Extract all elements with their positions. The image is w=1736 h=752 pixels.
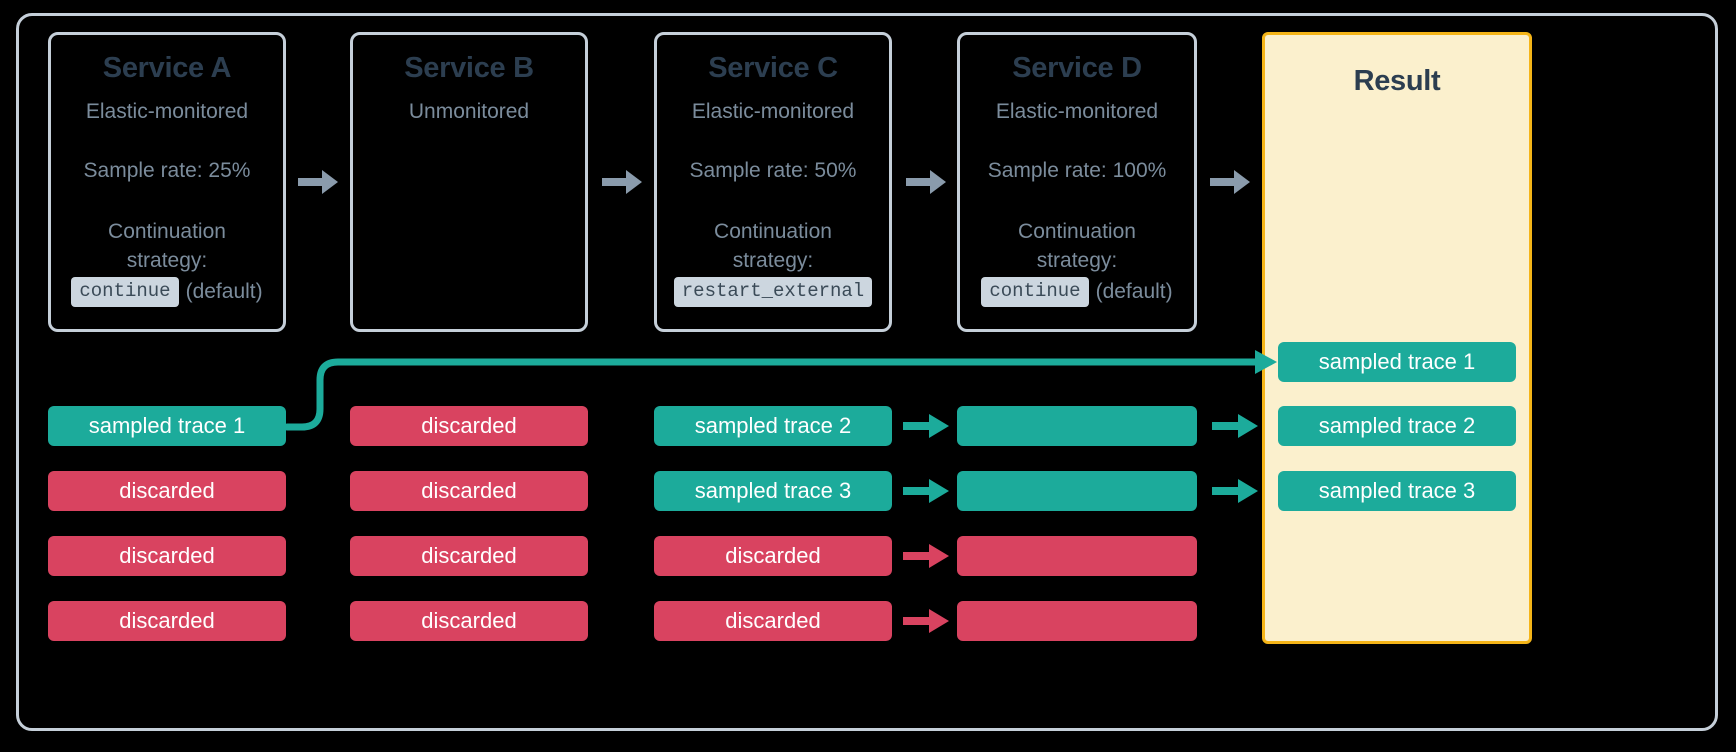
service-d-monitoring: Elastic-monitored (995, 99, 1159, 123)
service-a-strategy-note: (default) (185, 279, 263, 303)
mini-arrow-c1-to-d1 (903, 414, 949, 438)
result-title: Result (1353, 65, 1441, 97)
service-d-strategy-line1: Continuation (1018, 220, 1136, 244)
mini-arrow-d1-to-result2 (1212, 414, 1258, 438)
mini-arrow-d2-to-result3 (1212, 479, 1258, 503)
col-c-row-3-label: discarded (725, 543, 821, 568)
service-c-strategy-line1: Continuation (714, 220, 832, 244)
col-b-row-1-label: discarded (421, 413, 517, 438)
service-card-d: Service D Elastic-monitored Sample rate:… (957, 32, 1197, 332)
service-b-title: Service B (404, 52, 534, 84)
result-row-3-label: sampled trace 3 (1318, 478, 1476, 503)
col-a-row-2-label: discarded (119, 478, 215, 503)
col-a-row-1-label: sampled trace 1 (88, 413, 246, 438)
result-row-1-label: sampled trace 1 (1318, 349, 1476, 374)
flow-arrow-b-to-c (602, 170, 642, 194)
service-card-a: Service A Elastic-monitored Sample rate:… (48, 32, 286, 332)
service-d-title: Service D (1012, 52, 1142, 84)
service-c-strategy-line2: strategy: (732, 248, 814, 272)
service-a-strategy-value-row: continue (default) (71, 277, 263, 307)
result-row-2: sampled trace 2 (1278, 406, 1516, 446)
result-row-2-label: sampled trace 2 (1318, 413, 1476, 438)
col-d-row-3 (957, 536, 1197, 576)
col-b-row-2: discarded (350, 471, 588, 511)
curved-connector-trace1 (283, 350, 1277, 431)
col-b-row-3-label: discarded (421, 543, 517, 568)
service-d-strategy-badge: continue (981, 277, 1089, 307)
col-c-row-4: discarded (654, 601, 892, 641)
service-c-sample-rate: Sample rate: 50% (689, 159, 857, 183)
service-a-sample-rate: Sample rate: 25% (83, 159, 251, 183)
service-a-strategy-badge: continue (71, 277, 179, 307)
col-b-row-4: discarded (350, 601, 588, 641)
service-d-strategy-value-row: continue (default) (981, 277, 1173, 307)
service-a-monitoring: Elastic-monitored (85, 99, 249, 123)
mini-arrow-c3-to-d3 (903, 544, 949, 568)
result-row-3: sampled trace 3 (1278, 471, 1516, 511)
service-d-strategy-label: Continuation strategy: (1018, 218, 1136, 275)
service-a-title: Service A (102, 52, 232, 84)
col-c-row-1: sampled trace 2 (654, 406, 892, 446)
col-a-row-3-label: discarded (119, 543, 215, 568)
col-a-row-4-label: discarded (119, 608, 215, 633)
mini-arrow-c2-to-d2 (903, 479, 949, 503)
service-c-strategy-label: Continuation strategy: (714, 218, 832, 275)
col-c-row-2-label: sampled trace 3 (694, 478, 852, 503)
service-a-strategy-line2: strategy: (126, 248, 208, 272)
col-a-row-4: discarded (48, 601, 286, 641)
service-a-strategy-label: Continuation strategy: (108, 218, 226, 275)
col-a-row-1: sampled trace 1 (48, 406, 286, 446)
service-d-strategy-line2: strategy: (1036, 248, 1118, 272)
service-a-strategy-line1: Continuation (108, 220, 226, 244)
service-c-title: Service C (708, 52, 838, 84)
col-c-row-1-label: sampled trace 2 (694, 413, 852, 438)
col-a-row-3: discarded (48, 536, 286, 576)
col-d-row-2 (957, 471, 1197, 511)
service-d-sample-rate: Sample rate: 100% (987, 159, 1167, 183)
result-row-1: sampled trace 1 (1278, 342, 1516, 382)
col-d-row-4 (957, 601, 1197, 641)
mini-arrow-c4-to-d4 (903, 609, 949, 633)
col-b-row-1: discarded (350, 406, 588, 446)
service-card-c: Service C Elastic-monitored Sample rate:… (654, 32, 892, 332)
result-panel: Result (1262, 32, 1532, 644)
col-b-row-2-label: discarded (421, 478, 517, 503)
service-c-strategy-value-row: restart_external (673, 277, 873, 307)
col-c-row-2: sampled trace 3 (654, 471, 892, 511)
col-b-row-4-label: discarded (421, 608, 517, 633)
col-c-row-3: discarded (654, 536, 892, 576)
service-b-monitoring: Unmonitored (408, 99, 530, 123)
service-d-strategy-note: (default) (1095, 279, 1173, 303)
col-b-row-3: discarded (350, 536, 588, 576)
flow-arrow-a-to-b (298, 170, 338, 194)
service-card-b: Service B Unmonitored (350, 32, 588, 332)
col-c-row-4-label: discarded (725, 608, 821, 633)
col-a-row-2: discarded (48, 471, 286, 511)
service-c-strategy-badge: restart_external (673, 277, 873, 307)
col-d-row-1 (957, 406, 1197, 446)
service-c-monitoring: Elastic-monitored (691, 99, 855, 123)
flow-arrow-c-to-d (906, 170, 946, 194)
flow-arrow-d-to-result (1210, 170, 1250, 194)
